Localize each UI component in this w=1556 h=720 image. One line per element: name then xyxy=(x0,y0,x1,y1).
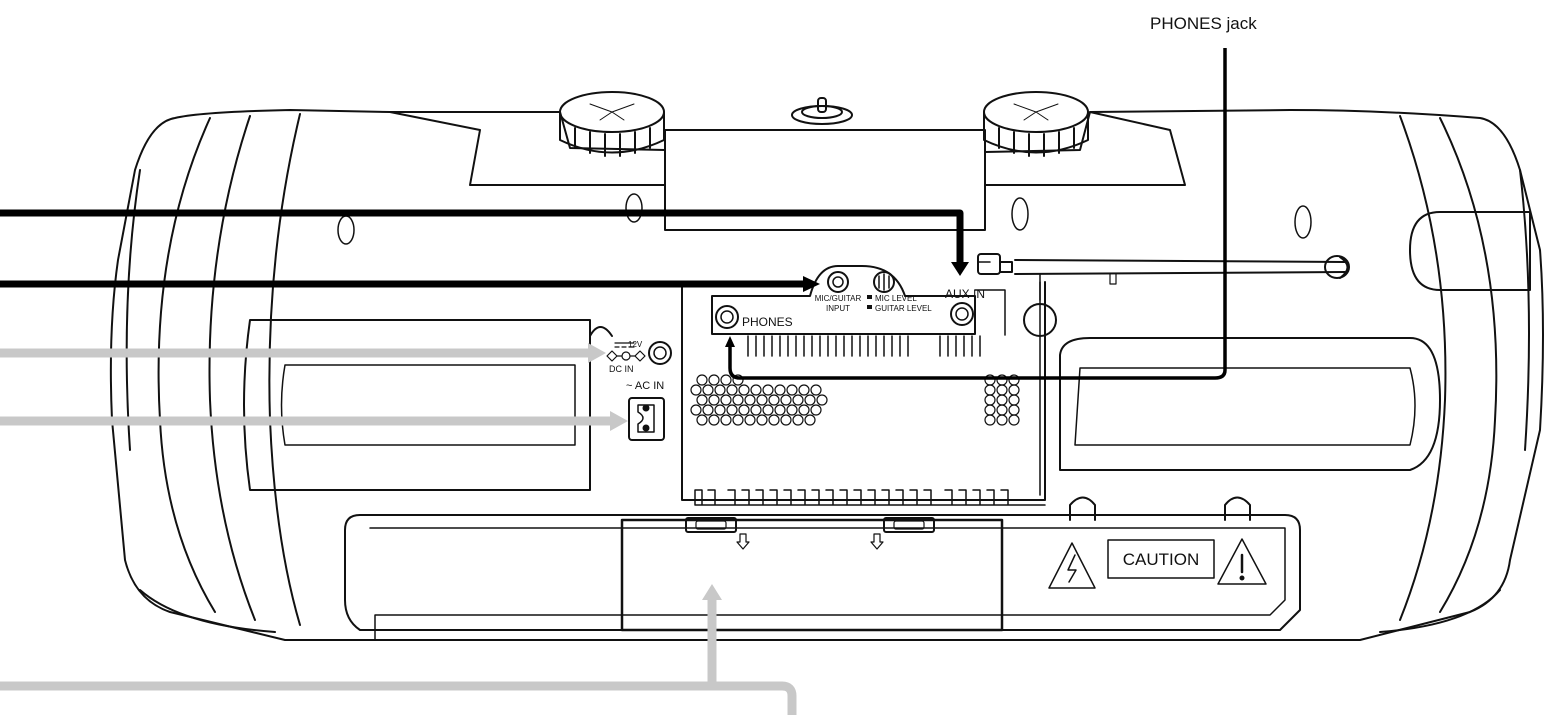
dc-in-label: DC IN xyxy=(609,364,634,374)
right-bottom-foot xyxy=(1379,589,1501,633)
right-end-curve-2 xyxy=(1399,115,1447,621)
dc-jack-icon xyxy=(648,341,672,365)
pointer-phones xyxy=(728,48,1227,380)
right-handle xyxy=(1409,211,1531,291)
phones-label: PHONES xyxy=(742,315,793,329)
guitar-level-label: GUITAR LEVEL xyxy=(875,304,932,313)
caution-box xyxy=(1107,539,1215,579)
battery-recess xyxy=(344,514,1301,631)
shock-warning-icon xyxy=(1048,542,1096,589)
left-end-curve-1 xyxy=(157,117,216,613)
panel-labels: MIC/GUITAR INPUT MIC LEVEL GUITAR LEVEL … xyxy=(609,287,1199,569)
vent-holes-left xyxy=(690,374,828,426)
ac-inlet-icon xyxy=(628,397,665,441)
left-end-curve-3 xyxy=(268,113,301,626)
phones-jack-icon xyxy=(715,305,739,329)
panel-round-knob xyxy=(1023,303,1057,337)
battery-cover-latch-left xyxy=(685,517,737,533)
caution-warning-icon xyxy=(1217,538,1267,585)
screw-hole-2 xyxy=(625,193,643,223)
mic-level-label: MIC LEVEL xyxy=(875,294,917,303)
heatsink-fins-upper xyxy=(747,335,981,357)
right-speaker-pocket xyxy=(1059,337,1441,471)
top-center-bar xyxy=(664,149,986,231)
battery-recess-inner xyxy=(369,527,1286,641)
vent-holes-right xyxy=(984,374,1020,426)
ac-in-label: ~ AC IN xyxy=(626,380,664,392)
dc-polarity-icon xyxy=(606,342,646,362)
screw-hole-1 xyxy=(337,215,355,245)
caution-label: CAUTION xyxy=(1123,550,1200,569)
left-end-inner xyxy=(125,169,141,451)
left-speaker-inner xyxy=(280,364,576,446)
antenna-icon xyxy=(977,253,1350,301)
left-bottom-foot xyxy=(139,589,276,633)
input-label: INPUT xyxy=(826,304,850,313)
battery-cover xyxy=(620,518,1004,632)
aux-in-label: AUX IN xyxy=(945,287,985,301)
right-speaker-inner xyxy=(1074,367,1416,446)
screw-tab-2 xyxy=(1224,496,1251,521)
down-arrow-icon xyxy=(736,533,750,550)
left-knob-icon xyxy=(559,91,665,157)
pointer-battery-cover xyxy=(0,600,797,715)
pointer-aux-in xyxy=(0,209,964,262)
left-end-curve-2 xyxy=(208,115,256,621)
down-arrow-icon-2 xyxy=(870,533,884,550)
center-switch-icon xyxy=(791,97,853,125)
battery-cover-latch-right xyxy=(883,517,935,533)
screw-hole-4 xyxy=(1294,205,1312,239)
top-left-slope xyxy=(389,111,666,186)
heatsink-fins-lower xyxy=(694,489,1046,506)
right-end-curve-1 xyxy=(1439,117,1498,613)
dc-bump xyxy=(589,326,613,337)
screw-tab-1 xyxy=(1069,496,1096,521)
mic-guitar-label: MIC/GUITAR xyxy=(815,294,862,303)
right-knob-icon xyxy=(983,91,1089,157)
screw-hole-3 xyxy=(1011,197,1029,231)
level-knob-icon xyxy=(873,271,895,293)
dc-12v-label: 12V xyxy=(628,340,643,349)
body-outline xyxy=(109,109,1544,641)
phones-jack-callout: PHONES jack xyxy=(1150,14,1257,33)
panel-divider xyxy=(1039,281,1046,501)
left-speaker-pocket xyxy=(243,319,591,491)
top-right-slope xyxy=(984,111,1186,186)
aux-in-jack-icon xyxy=(950,302,974,326)
pointer-arrows xyxy=(0,48,1227,715)
right-end-curve-3 xyxy=(1519,169,1530,451)
mic-input-jack-icon xyxy=(827,271,849,293)
jack-plate xyxy=(711,265,976,335)
